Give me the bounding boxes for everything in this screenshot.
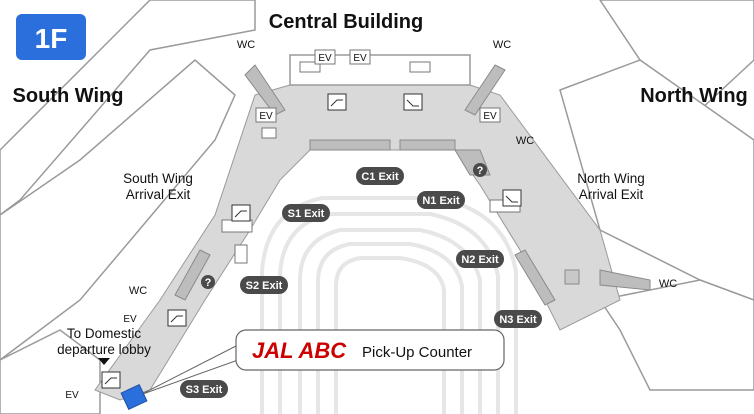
escalator-icon [167,309,187,327]
north-arrival-exit-label-2: Arrival Exit [579,187,644,202]
pickup-counter-callout: JAL ABC Pick-Up Counter [120,329,505,411]
exit-badge-c1: C1 Exit [356,167,404,185]
escalator-icon [327,93,347,111]
exit-badge-s1: S1 Exit [282,204,330,222]
pickup-counter-label: Pick-Up Counter [362,344,472,361]
ev-label-south-lower: EV [123,314,137,325]
exit-badge-n1: N1 Exit [417,191,465,209]
south-arrival-exit-label-1: South Wing [123,171,193,186]
exit-badge-n2: N2 Exit [456,250,504,268]
domestic-lobby-label-1: To Domestic [67,326,142,341]
escalator-icon [403,93,423,111]
wc-label-central-right: WC [493,39,511,51]
svg-text:N2 Exit: N2 Exit [461,254,499,266]
exit-badge-n3: N3 Exit [494,310,542,328]
ev-label-north: EV [483,111,497,122]
wc-label-north-lower: WC [659,278,677,290]
svg-text:S3 Exit: S3 Exit [186,384,223,396]
info-icon: ? [473,163,487,177]
brand-name: JAL ABC [252,338,347,363]
ev-label-south: EV [259,111,273,122]
elevator-labels: EV EV EV EV EV EV [65,49,501,401]
svg-text:S1 Exit: S1 Exit [288,208,325,220]
escalator-icon [101,371,121,389]
escalator-icon [502,189,522,207]
south-arrival-exit-label-2: Arrival Exit [126,187,191,202]
svg-text:S2 Exit: S2 Exit [246,280,283,292]
exit-badge-s3: S3 Exit [180,380,228,398]
escalator-icon [231,204,251,222]
pickup-counter-marker [120,383,148,411]
north-arrival-exit-label-1: North Wing [577,171,645,186]
svg-text:N1 Exit: N1 Exit [422,195,460,207]
ev-label-domestic: EV [65,390,79,401]
stairs [221,61,521,264]
floor-label: 1F [35,23,68,54]
floor-badge: 1F [16,14,86,60]
south-wing-title: South Wing [13,85,124,107]
ev-label-2: EV [353,53,367,64]
escalator-icons [101,93,522,389]
north-wing-title: North Wing [640,85,748,107]
down-arrow-icon [98,358,110,365]
domestic-lobby-label-2: departure lobby [57,342,151,357]
wc-label-north: WC [516,135,534,147]
wc-label-south: WC [129,285,147,297]
svg-text:C1 Exit: C1 Exit [361,171,399,183]
svg-text:N3 Exit: N3 Exit [499,314,537,326]
svg-text:?: ? [477,165,484,177]
svg-text:?: ? [205,277,212,289]
central-building-title: Central Building [269,11,423,33]
exit-badge-s2: S2 Exit [240,276,288,294]
road-lanes [260,196,518,414]
wc-label-central-left: WC [237,39,255,51]
info-icon: ? [201,275,215,289]
ev-label-1: EV [318,53,332,64]
